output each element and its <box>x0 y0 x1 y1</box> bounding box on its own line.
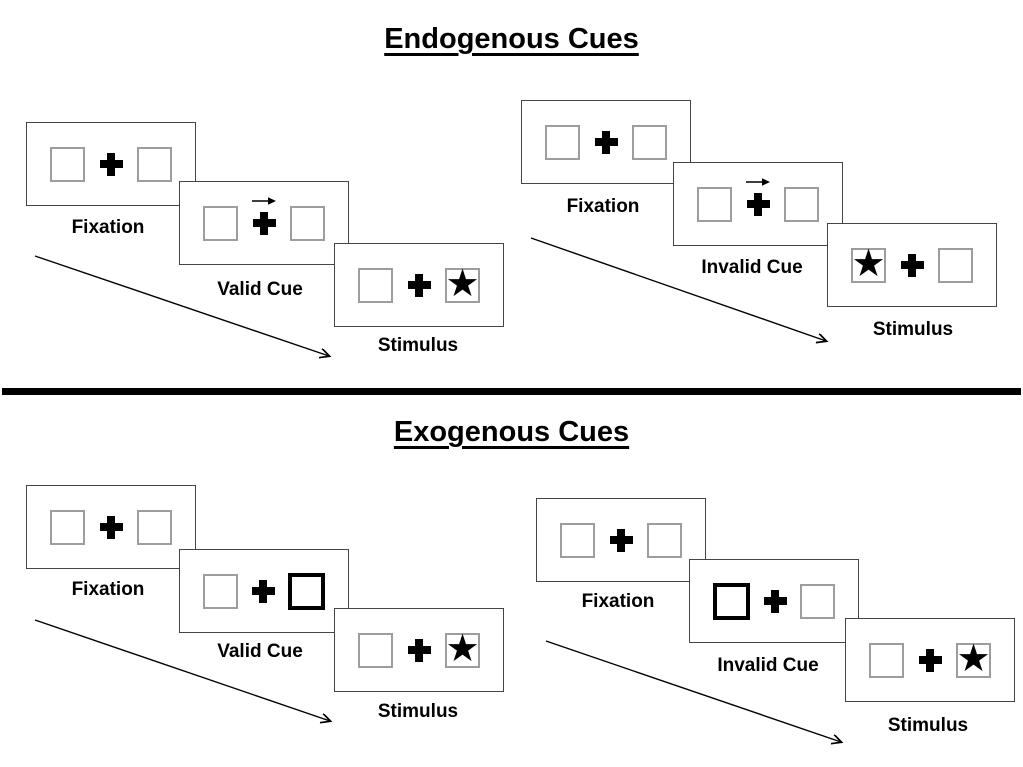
left-box <box>50 146 85 182</box>
section-title-text: Exogenous Cues <box>393 416 630 448</box>
step-label-cue: Invalid Cue <box>701 257 803 278</box>
cue-screen-card <box>179 549 349 633</box>
star-stimulus-icon: ★ <box>851 243 886 285</box>
step-label-stimulus: Stimulus <box>377 335 459 356</box>
right-box <box>137 146 172 182</box>
left-box <box>358 632 393 668</box>
star-stimulus-icon: ★ <box>445 628 480 670</box>
step-label-stimulus: Stimulus <box>872 319 954 340</box>
section-title-exogenous: Exogenous Cues <box>0 415 1023 449</box>
fixation-screen-card <box>521 100 691 184</box>
step-label-cue: Valid Cue <box>217 641 303 662</box>
step-label-stimulus: Stimulus <box>887 715 969 736</box>
right-box-cue-highlight <box>288 572 325 610</box>
fixation-cross-icon <box>746 177 770 216</box>
fixation-cross-icon <box>252 196 276 235</box>
timeline-arrow <box>530 237 826 341</box>
left-box <box>869 642 904 678</box>
right-box <box>137 509 172 545</box>
fixation-cross-icon <box>609 528 633 552</box>
step-label-fixation: Fixation <box>71 579 145 600</box>
right-box <box>938 247 973 283</box>
star-stimulus-icon: ★ <box>445 263 480 305</box>
right-box <box>290 205 325 241</box>
cue-screen-card <box>673 162 843 246</box>
star-stimulus-icon: ★ <box>956 638 991 680</box>
stimulus-screen-card: ★ <box>334 243 504 327</box>
timeline-arrow <box>34 619 330 721</box>
section-divider <box>2 388 1021 395</box>
right-box <box>800 583 835 619</box>
fixation-cross-icon <box>99 152 123 176</box>
fixation-screen-card <box>26 485 196 569</box>
left-box <box>50 509 85 545</box>
cue-screen-card <box>689 559 859 643</box>
left-box: ★ <box>851 243 886 285</box>
section-title-endogenous: Endogenous Cues <box>0 22 1023 56</box>
fixation-cross-icon <box>99 515 123 539</box>
stimulus-screen-card: ★ <box>845 618 1015 702</box>
left-box <box>203 205 238 241</box>
timeline-arrow <box>34 255 329 356</box>
stimulus-screen-card: ★ <box>827 223 997 307</box>
fixation-cross-icon <box>594 130 618 154</box>
step-label-fixation: Fixation <box>566 196 640 217</box>
right-box <box>647 522 682 558</box>
left-box <box>358 267 393 303</box>
right-box <box>784 186 819 222</box>
cue-arrow-icon <box>746 177 770 186</box>
cue-arrow-icon <box>252 196 276 205</box>
left-box <box>203 573 238 609</box>
right-box: ★ <box>445 263 480 305</box>
step-label-cue: Invalid Cue <box>717 655 819 676</box>
step-label-fixation: Fixation <box>71 217 145 238</box>
left-box-cue-highlight <box>713 582 750 620</box>
stimulus-screen-card: ★ <box>334 608 504 692</box>
fixation-cross-icon <box>407 273 431 297</box>
right-box: ★ <box>445 628 480 670</box>
left-box <box>545 124 580 160</box>
section-title-text: Endogenous Cues <box>384 23 639 55</box>
step-label-fixation: Fixation <box>581 591 655 612</box>
fixation-screen-card <box>536 498 706 582</box>
step-label-cue: Valid Cue <box>217 279 303 300</box>
fixation-cross-icon <box>900 253 924 277</box>
fixation-cross-icon <box>407 638 431 662</box>
fixation-cross-icon <box>763 589 787 613</box>
fixation-cross-icon <box>918 648 942 672</box>
step-label-stimulus: Stimulus <box>377 701 459 722</box>
timeline-arrow <box>545 640 841 742</box>
cue-screen-card <box>179 181 349 265</box>
right-box <box>632 124 667 160</box>
fixation-cross-icon <box>251 579 275 603</box>
left-box <box>560 522 595 558</box>
right-box: ★ <box>956 638 991 680</box>
left-box <box>697 186 732 222</box>
fixation-screen-card <box>26 122 196 206</box>
